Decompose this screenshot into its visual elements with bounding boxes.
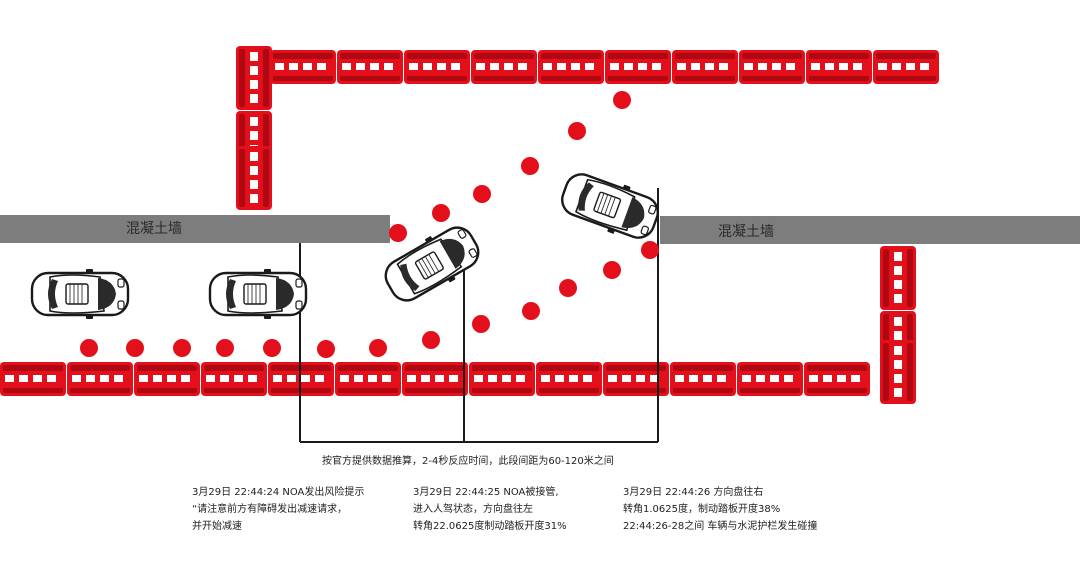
barrier-column-right [880,246,916,404]
timeline-note-3: 3月29日 22:44:26 方向盘往右 转角1.0625度，制动踏板开度38%… [623,484,817,535]
concrete-wall-left [0,215,390,243]
note-line: 转角22.0625度制动踏板开度31% [413,521,567,532]
timeline-note-2: 3月29日 22:44:25 NOA被接管, 进入人驾状态，方向盘往左 转角22… [413,484,567,535]
note-line: 3月29日 22:44:24 NOA发出风险提示 [192,487,365,498]
distance-caption: 按官方提供数据推算，2-4秒反应时间，此段间距为60-120米之间 [322,456,614,467]
timeline-note-1: 3月29日 22:44:24 NOA发出风险提示 “请注意前方有障碍发出减速请求… [192,484,364,535]
car-icon [555,164,665,248]
note-line: 22:44:26-28之间 车辆与水泥护栏发生碰撞 [623,521,818,532]
wall-label-left: 混凝土墙 [126,221,182,237]
note-line: 并开始减速 [192,521,242,532]
note-line: 3月29日 22:44:25 NOA被接管, [413,487,559,498]
wall-label-right: 混凝土墙 [718,224,774,240]
concrete-wall-right [660,216,1080,244]
barrier-column-top-left [236,46,272,210]
car-icon [208,267,308,321]
trajectory-dots [80,91,659,358]
barrier-row-top [270,50,939,84]
car-icon [30,267,130,321]
note-line: 3月29日 22:44:26 方向盘往右 [623,487,764,498]
note-line: 进入人驾状态，方向盘往左 [413,504,533,515]
barrier-row-bottom [0,362,870,396]
note-line: “请注意前方有障碍发出减速请求， [192,504,348,515]
note-line: 转角1.0625度，制动踏板开度38% [623,504,781,515]
